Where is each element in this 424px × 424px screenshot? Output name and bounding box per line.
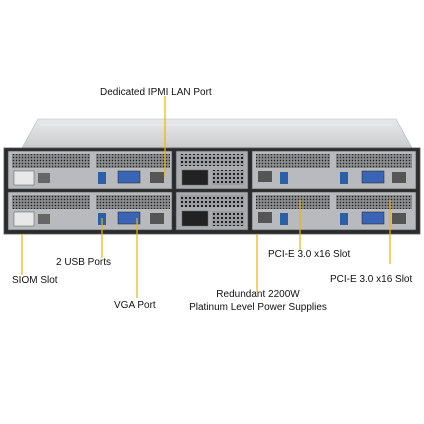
psu-label-line1: Redundant 2200W: [216, 289, 300, 300]
pcie-slot-right-label: PCI-E 3.0 x16 Slot: [330, 274, 413, 285]
chassis-top-panel: [21, 118, 413, 149]
psu-top: [175, 150, 249, 190]
vga-port-label: VGA Port: [114, 300, 156, 311]
node-bottom-left: [7, 191, 173, 231]
psu-bottom: [175, 191, 249, 231]
siom-slot-label: SIOM Slot: [12, 275, 58, 286]
leader-lines: [21, 96, 391, 298]
node-bottom-right: [251, 191, 417, 231]
node-top-right: [251, 150, 417, 190]
ipmi-lan-port-label: Dedicated IPMI LAN Port: [100, 87, 212, 98]
usb-ports-label: 2 USB Ports: [56, 257, 112, 268]
node-top-left: [7, 150, 173, 190]
psu-label-line2: Platinum Level Power Supplies: [189, 302, 327, 313]
pcie-slot-left-label: PCI-E 3.0 x16 Slot: [268, 249, 351, 260]
